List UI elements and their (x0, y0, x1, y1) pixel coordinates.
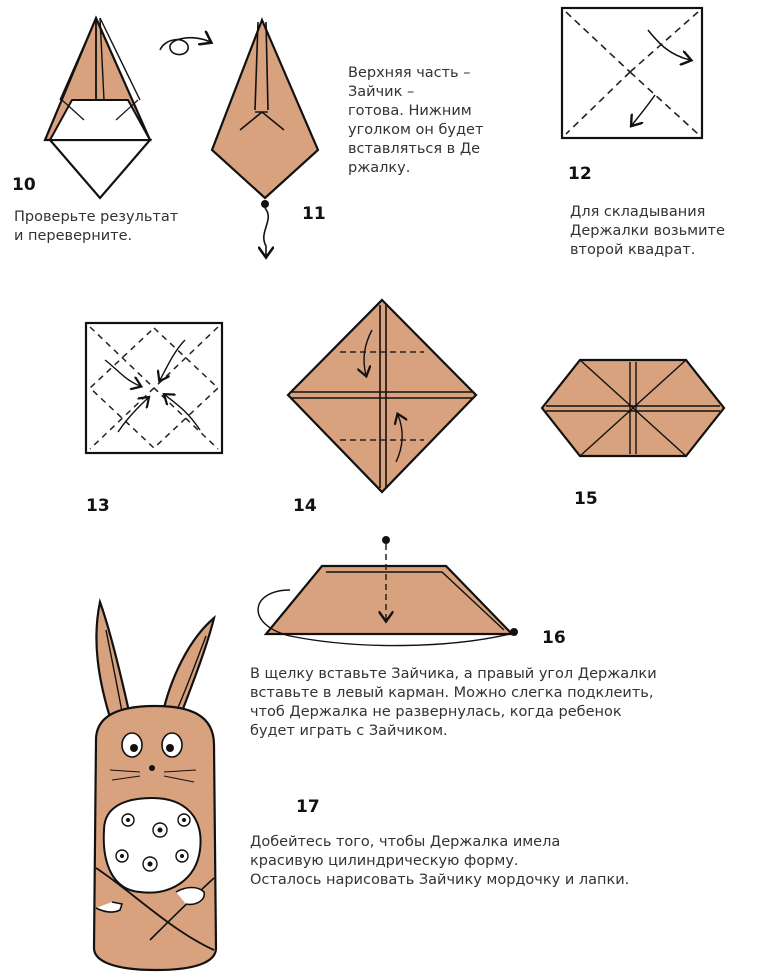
step-16-caption: В щелку вставьте Зайчика, а правый угол … (250, 665, 657, 741)
step-16-figure (258, 536, 518, 646)
step-10-number: 10 (12, 175, 36, 195)
step-14-number: 14 (293, 496, 317, 516)
turn-over-arrow-icon (160, 38, 210, 55)
step-10-figure (45, 18, 150, 198)
bunny-illustration (94, 602, 216, 970)
step-12-figure (562, 8, 702, 138)
step-15-figure (542, 360, 724, 456)
step-16-number: 16 (542, 628, 566, 648)
step-13-figure (86, 323, 222, 453)
step-17-number: 17 (296, 797, 320, 817)
step-10-caption: Проверьте результат и переверните. (14, 208, 178, 246)
step-15-number: 15 (574, 489, 598, 509)
step-17-caption: Добейтесь того, чтобы Держалка имела кра… (250, 833, 629, 890)
step-13-number: 13 (86, 496, 110, 516)
step-12-number: 12 (568, 164, 592, 184)
step-12-caption: Для складывания Держалки возьмите второй… (570, 203, 725, 260)
step-14-figure (288, 300, 476, 492)
step-11-number: 11 (302, 204, 326, 224)
step-11-caption: Верхняя часть – Зайчик – готова. Нижним … (348, 64, 483, 178)
